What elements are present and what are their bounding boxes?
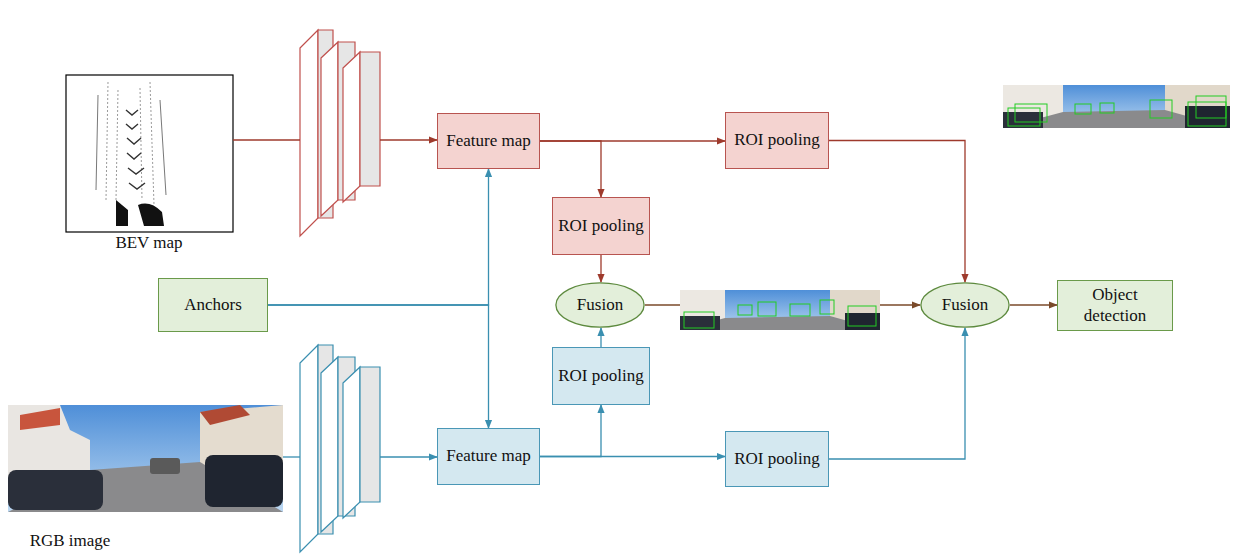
building <box>680 290 725 320</box>
node-label: ROI pooling <box>730 449 823 469</box>
car <box>1185 106 1230 128</box>
roi-pooling-box: ROI pooling <box>552 197 650 255</box>
input-arrow <box>233 139 300 140</box>
connector-arrow <box>540 405 601 457</box>
cnn-layer <box>300 30 318 236</box>
connector-arrow <box>540 456 725 457</box>
node-label: Fusion <box>938 295 992 315</box>
input-arrow <box>380 139 437 140</box>
node-label: Feature map <box>442 131 535 151</box>
roi-pooling-box: ROI pooling <box>725 431 829 487</box>
lidar-points <box>96 95 166 195</box>
ellipse-shape <box>556 283 644 327</box>
feature-map-box: Feature map <box>437 428 540 485</box>
node-label: ROI pooling <box>554 366 647 386</box>
rgb-street-image <box>8 405 283 512</box>
cnn-layer <box>300 345 318 552</box>
node-label: Feature map <box>442 446 535 466</box>
sky <box>680 290 880 330</box>
roi-pooling-box: ROI pooling <box>725 112 829 169</box>
cnn-layer <box>360 367 380 502</box>
sky <box>1003 85 1230 128</box>
fusion-ellipse: Fusion <box>555 282 645 328</box>
image-frame <box>66 75 233 232</box>
cnn-layer <box>321 42 338 216</box>
sky <box>8 405 283 512</box>
car <box>8 470 103 510</box>
node-label: ROI pooling <box>730 130 823 150</box>
detection-boxes <box>1008 96 1226 126</box>
car <box>845 313 880 330</box>
fusion-ellipse: Fusion <box>920 282 1010 328</box>
lidar-points <box>106 82 154 205</box>
roi-pooling-box: ROI pooling <box>552 347 650 405</box>
car <box>150 458 180 474</box>
cnn-layer <box>360 52 380 186</box>
connector-arrow <box>1010 304 1057 305</box>
ellipse-shape <box>921 283 1009 327</box>
lidar-points <box>126 110 145 189</box>
connector-arrow <box>600 255 601 282</box>
output-box: Object detection <box>1057 280 1173 331</box>
roof <box>20 408 60 430</box>
car <box>205 455 283 507</box>
detection-boxes <box>684 300 876 328</box>
cnn-layer <box>321 357 338 532</box>
connector-arrow <box>829 328 965 459</box>
cnn-layers <box>300 345 380 552</box>
node-label: Fusion <box>573 295 627 315</box>
node-label: ROI pooling <box>554 216 647 236</box>
cnn-layer <box>343 52 360 202</box>
image-caption: BEV map <box>115 233 182 253</box>
output-image <box>1003 85 1230 128</box>
feature-map-box: Feature map <box>437 113 540 169</box>
proposal-image <box>680 290 880 330</box>
anchors-box: Anchors <box>158 278 268 332</box>
lidar-points <box>116 200 164 226</box>
input-arrow <box>283 456 300 457</box>
image-caption: RGB image <box>30 531 111 551</box>
node-label: Anchors <box>180 295 246 315</box>
roof <box>200 405 250 425</box>
cnn-layer <box>343 367 360 518</box>
connector-arrow <box>600 328 601 347</box>
connector-arrow <box>829 141 965 283</box>
bev-map-image <box>66 75 233 232</box>
node-label: Object detection <box>1058 285 1172 326</box>
cnn-layers <box>300 30 380 236</box>
connector-arrow <box>540 141 601 197</box>
input-arrow <box>380 456 437 457</box>
